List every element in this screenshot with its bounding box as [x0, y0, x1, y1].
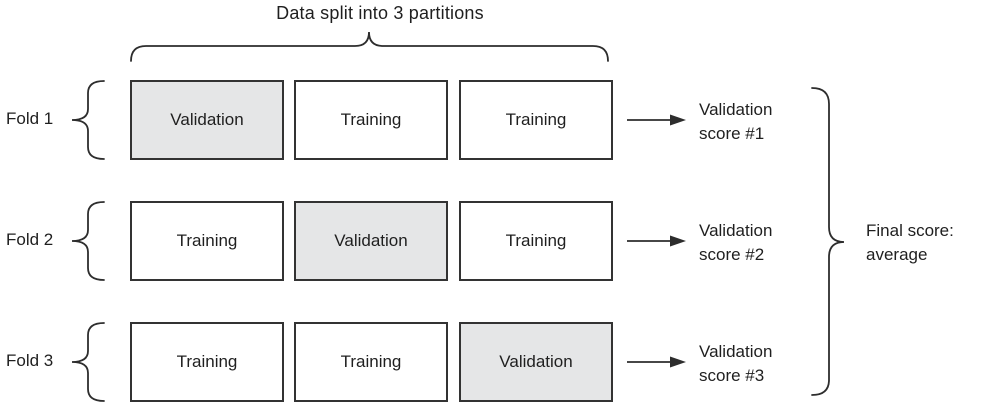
partition-box: Training [459, 201, 613, 281]
fold-3-brace [71, 322, 105, 402]
partition-label: Training [176, 352, 238, 371]
fold-3-score: Validation score #3 [699, 340, 819, 388]
diagram-title: Data split into 3 partitions [276, 3, 484, 23]
score-line-1: Validation [699, 221, 773, 240]
fold-3-arrow-head [670, 356, 686, 368]
partitions-top-brace [130, 31, 609, 62]
fold-3-label: Fold 3 [6, 351, 54, 370]
partition-label: Training [505, 231, 567, 250]
score-line-1: Validation [699, 342, 773, 361]
partition-box: Validation [130, 80, 284, 160]
partition-box: Training [459, 80, 613, 160]
partition-label: Training [176, 231, 238, 250]
partition-box: Training [130, 322, 284, 402]
fold-1-score: Validation score #1 [699, 98, 819, 146]
partition-label: Training [340, 352, 402, 371]
fold-1-brace [71, 80, 105, 160]
partition-box: Validation [294, 201, 448, 281]
partition-label: Validation [499, 352, 573, 371]
fold-2-brace [71, 201, 105, 281]
fold-1-label: Fold 1 [6, 109, 54, 128]
final-score-line-1: Final score: [866, 221, 954, 240]
partition-box: Training [294, 80, 448, 160]
final-score-label: Final score: average [866, 219, 984, 267]
partition-box: Training [130, 201, 284, 281]
score-line-2: score #1 [699, 124, 765, 143]
score-line-1: Validation [699, 100, 773, 119]
score-line-2: score #3 [699, 366, 765, 385]
partition-box: Validation [459, 322, 613, 402]
fold-1-arrow-head [670, 114, 686, 126]
partition-label: Training [505, 110, 567, 129]
final-score-line-2: average [866, 245, 928, 264]
partition-box: Training [294, 322, 448, 402]
fold-2-score: Validation score #2 [699, 219, 819, 267]
fold-2-label: Fold 2 [6, 230, 54, 249]
fold-2-arrow-head [670, 235, 686, 247]
partition-label: Training [340, 110, 402, 129]
score-line-2: score #2 [699, 245, 765, 264]
partition-label: Validation [334, 231, 408, 250]
partition-label: Validation [170, 110, 244, 129]
